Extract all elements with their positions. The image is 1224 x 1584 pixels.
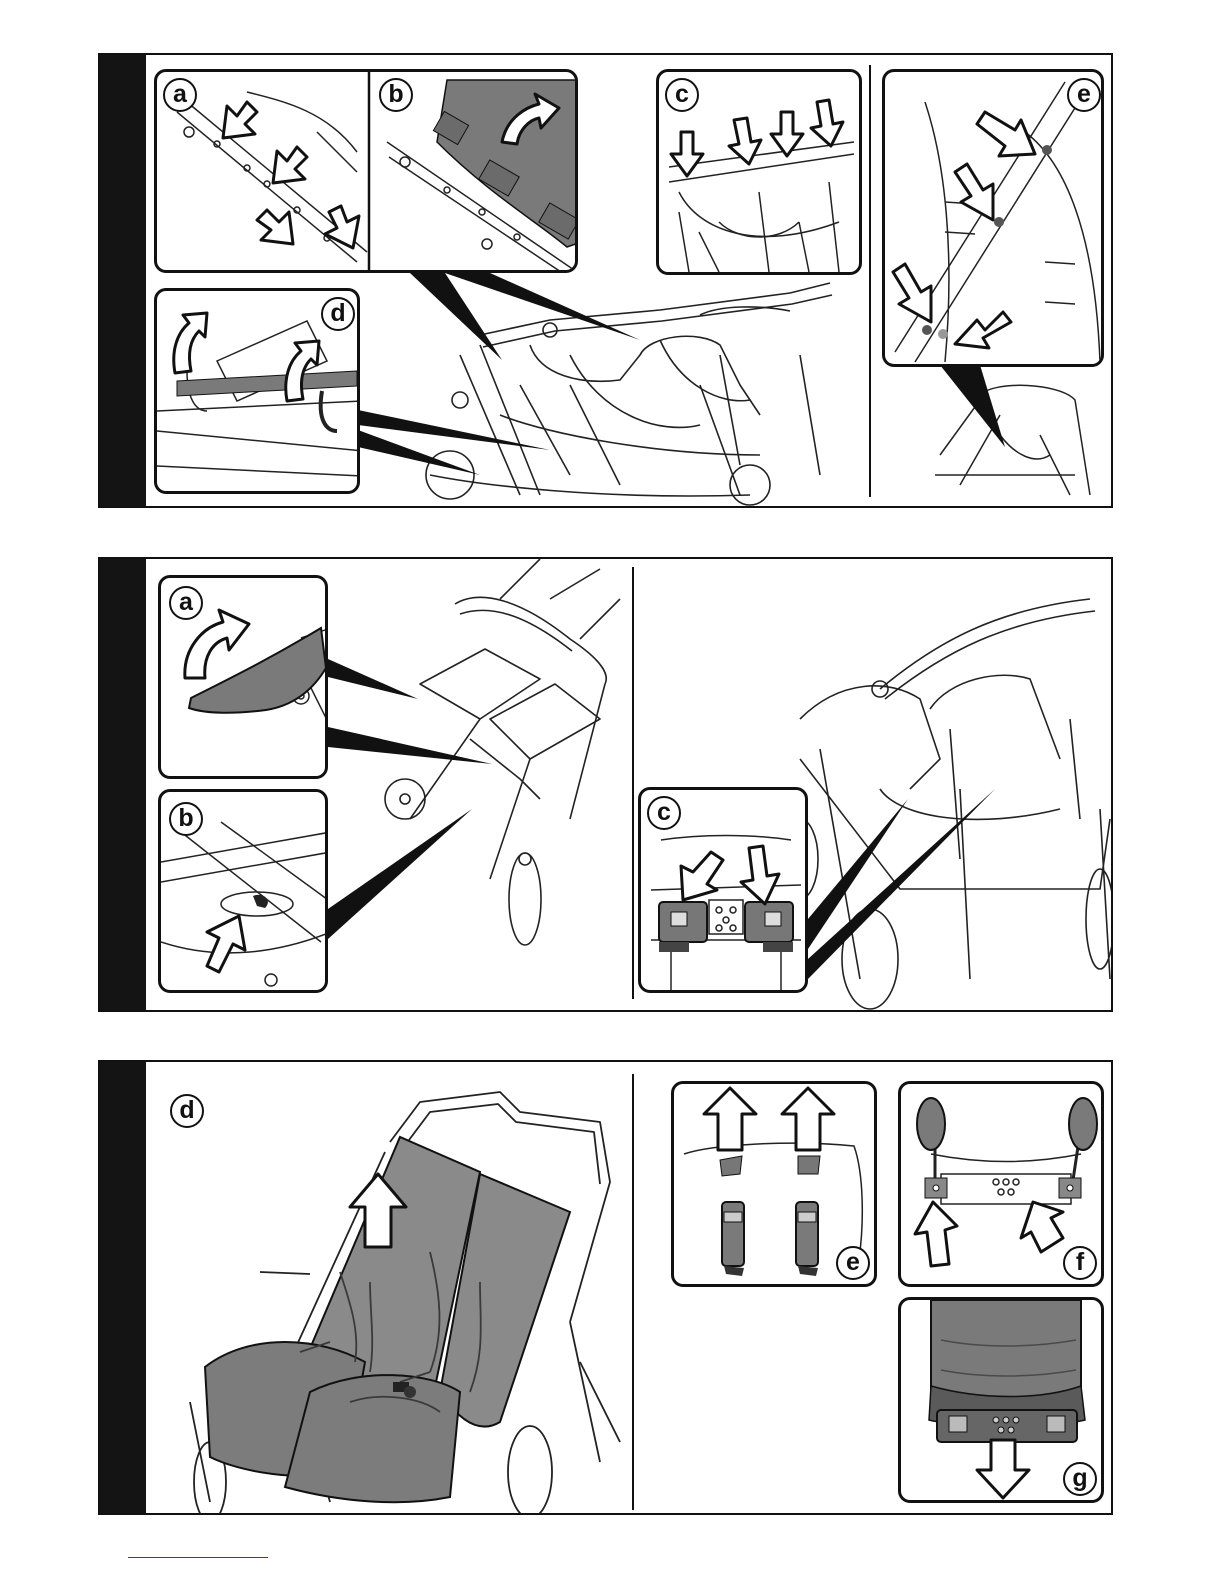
step-label-a: a [169, 586, 203, 620]
pointer-wedge [808, 789, 995, 979]
step-label-b: b [169, 802, 203, 836]
step-label-d: d [170, 1094, 204, 1128]
step-label-e: e [1067, 78, 1101, 112]
callout-f: f [898, 1081, 1104, 1287]
step-panel-3: d e [98, 1060, 1113, 1515]
pointer-wedge [328, 727, 492, 764]
callout-e: e [671, 1081, 877, 1287]
step-label-e: e [836, 1246, 870, 1280]
callout-d: d [154, 288, 360, 494]
step-label-b: b [379, 78, 413, 112]
pointer-wedge [328, 659, 418, 699]
arrow-icon [207, 916, 245, 972]
callout-b: b [158, 789, 328, 993]
step-label-a: a [163, 78, 197, 112]
callout-a-b: a b [154, 69, 578, 273]
step-label-f: f [1063, 1246, 1097, 1280]
arrow-icon [185, 610, 249, 678]
callout-c: c [638, 787, 808, 993]
callout-c: c [656, 69, 862, 275]
footer-rule [128, 1557, 268, 1558]
arrow-icon [915, 1202, 1063, 1266]
step-label-d: d [321, 297, 355, 331]
arrow-icon [681, 846, 779, 904]
step-panel-1: a b c [98, 53, 1113, 508]
callout-g: g [898, 1297, 1104, 1503]
arrow-icon [893, 112, 1035, 348]
pointer-wedge [940, 365, 1005, 447]
step-label-g: g [1063, 1462, 1097, 1496]
pointer-wedge [328, 809, 472, 939]
step-label-c: c [647, 796, 681, 830]
callout-a: a [158, 575, 328, 779]
step-label-c: c [665, 78, 699, 112]
arrow-icon [671, 100, 843, 176]
callout-e: e [882, 69, 1104, 367]
arrow-icon [977, 1440, 1029, 1498]
step-panel-2: a b [98, 557, 1113, 1012]
arrow-icon [223, 102, 359, 248]
arrow-icon [704, 1088, 834, 1150]
